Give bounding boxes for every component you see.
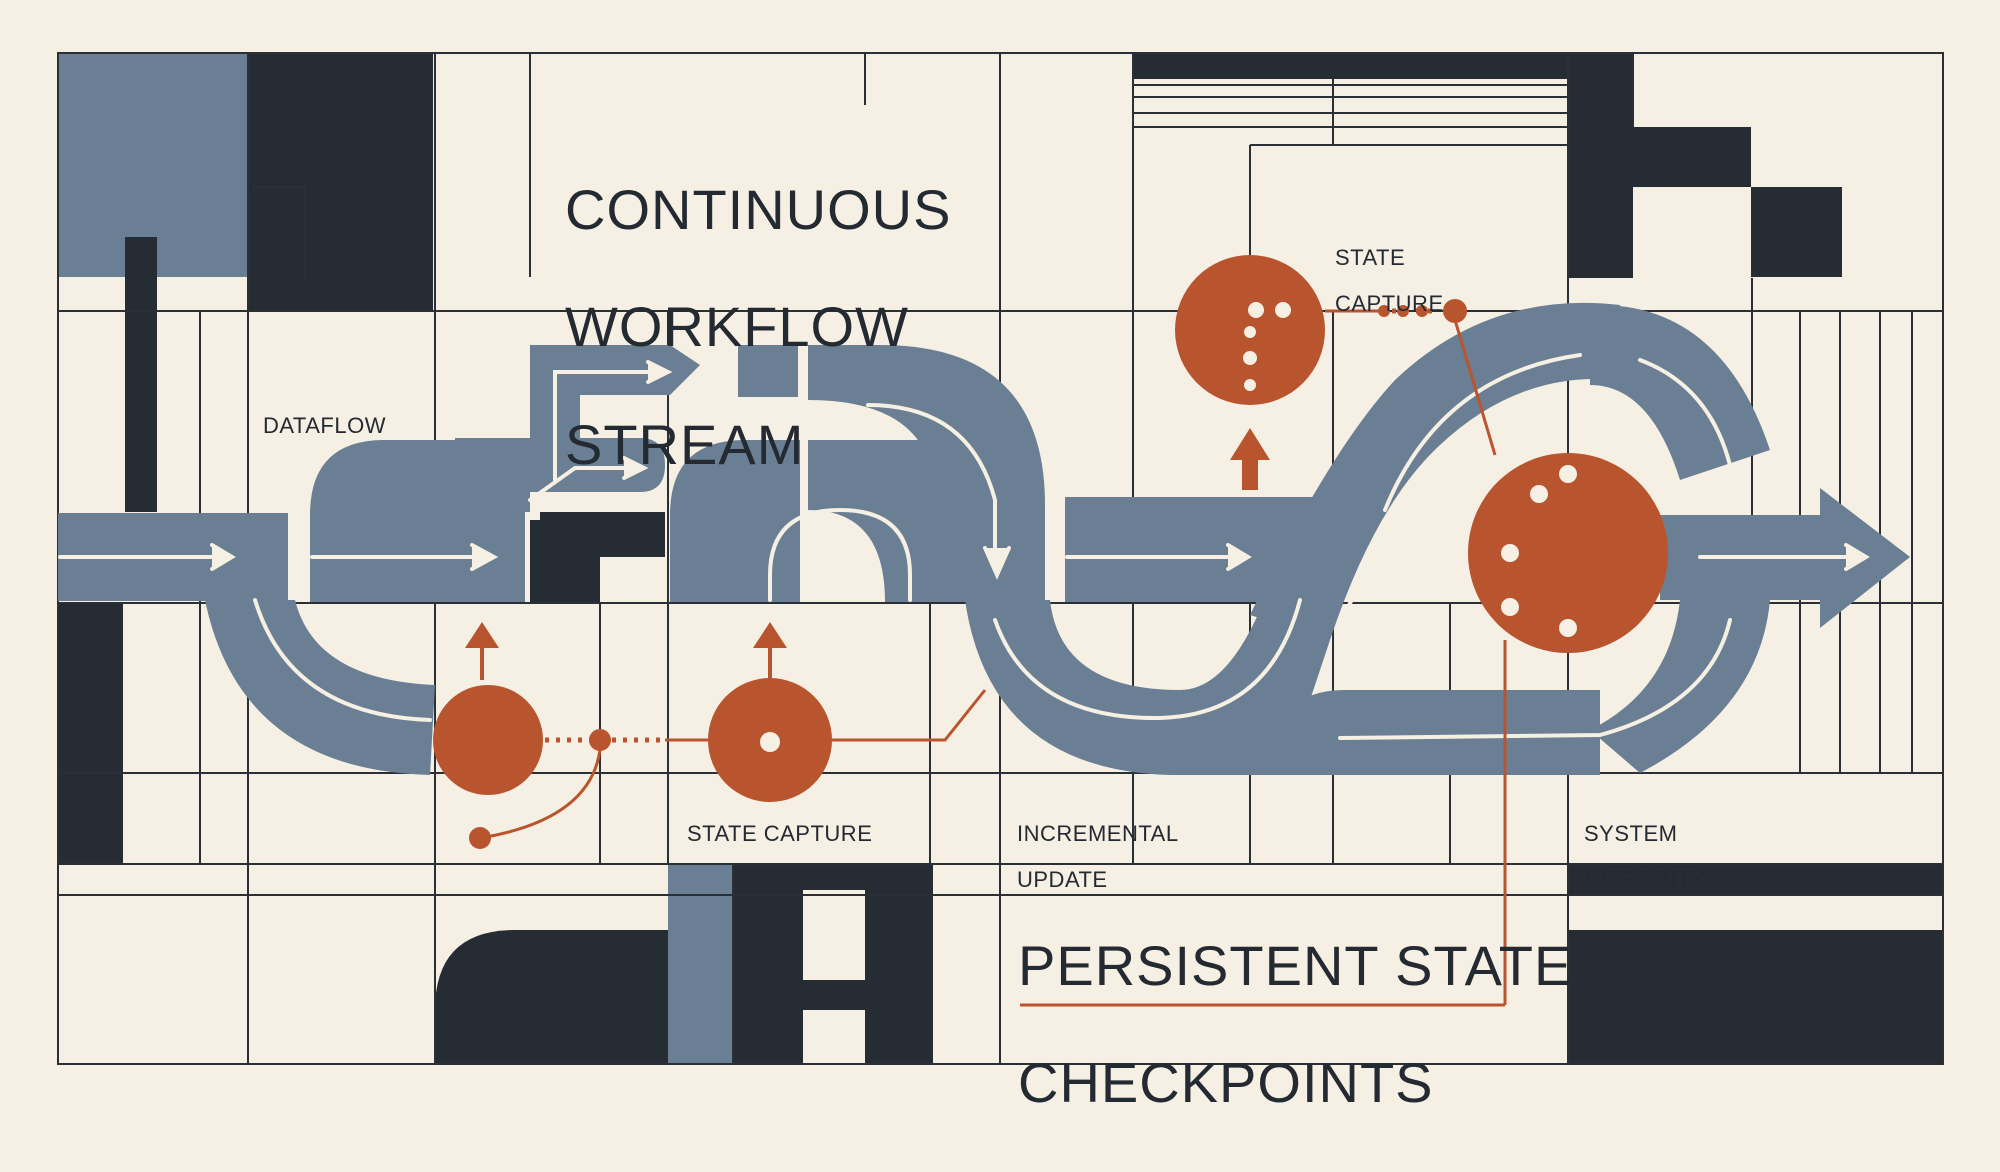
incremental-update-label: INCREMENTAL UPDATE: [1017, 799, 1179, 914]
system-integrity-line-1: SYSTEM: [1584, 821, 1678, 847]
state-node-left: [433, 685, 543, 795]
incremental-update-line-2: UPDATE: [1017, 867, 1108, 893]
diagram-subtitle-line-2: CHECKPOINTS: [1018, 1051, 1434, 1115]
state-capture-top-line-2: CAPTURE: [1335, 291, 1444, 317]
system-integrity-label: SYSTEM INTEGRITY: [1584, 799, 1706, 914]
diagram-title-line-2: WORKFLOW: [565, 295, 909, 359]
diagram-title-line-3: STREAM: [565, 412, 805, 476]
system-integrity-line-2: INTEGRITY: [1584, 867, 1706, 893]
dataflow-label: DATAFLOW: [263, 413, 386, 438]
state-capture-bottom-label: STATE CAPTURE: [687, 821, 873, 846]
state-nodes: [433, 255, 1668, 802]
workflow-diagram: [57, 52, 1944, 1065]
flow-arrows: [58, 353, 1870, 740]
workflow-stream: [58, 302, 1910, 775]
incremental-update-line-1: INCREMENTAL: [1017, 821, 1179, 847]
diagram-subtitle: PERSISTENT STATE CHECKPOINTS: [1018, 878, 1572, 1172]
diagram-subtitle-line-1: PERSISTENT STATE: [1018, 933, 1573, 997]
state-capture-top-label: STATE CAPTURE: [1335, 223, 1444, 338]
background-panels: [58, 53, 1943, 1064]
state-connectors: [469, 299, 1507, 1007]
diagram-title: CONTINUOUS WORKFLOW STREAM: [565, 122, 951, 534]
diagram-title-line-1: CONTINUOUS: [565, 177, 952, 241]
state-capture-top-line-1: STATE: [1335, 245, 1406, 271]
